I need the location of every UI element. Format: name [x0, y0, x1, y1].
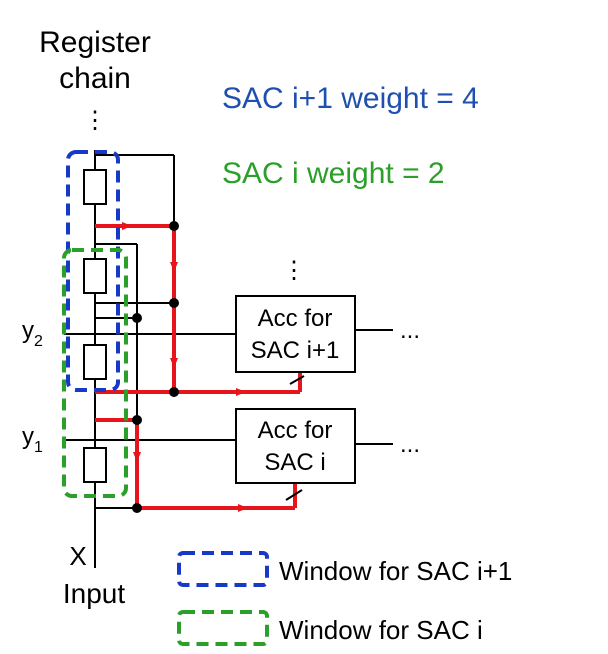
legend-blue-label: Window for SAC i+1: [279, 556, 512, 586]
register-chain-label-2: chain: [59, 62, 131, 95]
acc-box-sac-next: Acc for SAC i+1 ...: [235, 295, 420, 385]
register-1: [83, 447, 107, 483]
legend-green-swatch: [177, 610, 269, 646]
register-4: [83, 169, 107, 205]
window-sac-next: [66, 150, 120, 392]
x-label: X: [69, 541, 86, 571]
svg-text:Acc for: Acc for: [258, 305, 333, 332]
svg-text:Acc for: Acc for: [258, 417, 333, 444]
acc-ellipsis: ⋮: [282, 257, 306, 284]
legend: Window for SAC i+1 Window for SAC i: [177, 551, 512, 646]
sac-weight-header: SAC i weight = 2: [222, 157, 445, 190]
svg-text:SAC i+1: SAC i+1: [251, 337, 340, 364]
acc-next-output: ...: [400, 317, 420, 344]
red-paths: [95, 222, 302, 512]
junction-dots: [132, 221, 179, 513]
window-sac-i: [62, 248, 128, 498]
acc-box-sac-i: Acc for SAC i ...: [235, 408, 420, 501]
y2-label: y2: [22, 317, 43, 350]
register-chain-label-1: Register: [39, 26, 151, 59]
legend-blue-swatch: [177, 551, 269, 587]
register-chain-ellipsis: ⋮: [83, 107, 107, 134]
register-2: [83, 344, 107, 380]
sac-next-weight-header: SAC i+1 weight = 4: [222, 82, 479, 115]
acc-i-output: ...: [400, 431, 420, 458]
svg-text:SAC i: SAC i: [264, 449, 325, 476]
input-label: Input: [63, 578, 125, 609]
y1-label: y1: [22, 423, 43, 456]
legend-green-label: Window for SAC i: [279, 615, 483, 645]
register-3: [83, 258, 107, 294]
register-chain: [83, 150, 107, 568]
